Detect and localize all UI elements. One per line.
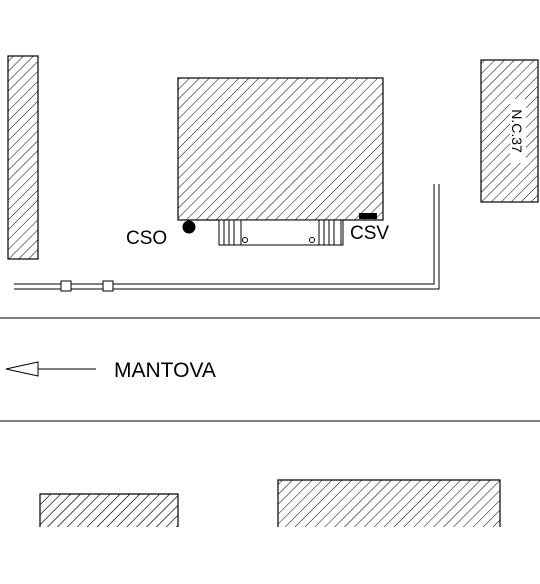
entrance-platform (218, 219, 344, 246)
pipe-joint-2 (102, 280, 114, 292)
cso-label: CSO (126, 228, 167, 249)
pipe-joint-1 (60, 280, 72, 292)
building-number-label: N.C.37 (509, 109, 525, 153)
csv-marker (359, 213, 377, 219)
csv-label: CSV (350, 223, 389, 244)
building-main (177, 77, 384, 221)
building-nc37 (480, 59, 539, 203)
cso-marker (182, 220, 196, 234)
building-left (7, 55, 39, 260)
pipeline (14, 184, 440, 290)
direction-arrow (5, 361, 96, 377)
street-label: MANTOVA (114, 359, 216, 382)
